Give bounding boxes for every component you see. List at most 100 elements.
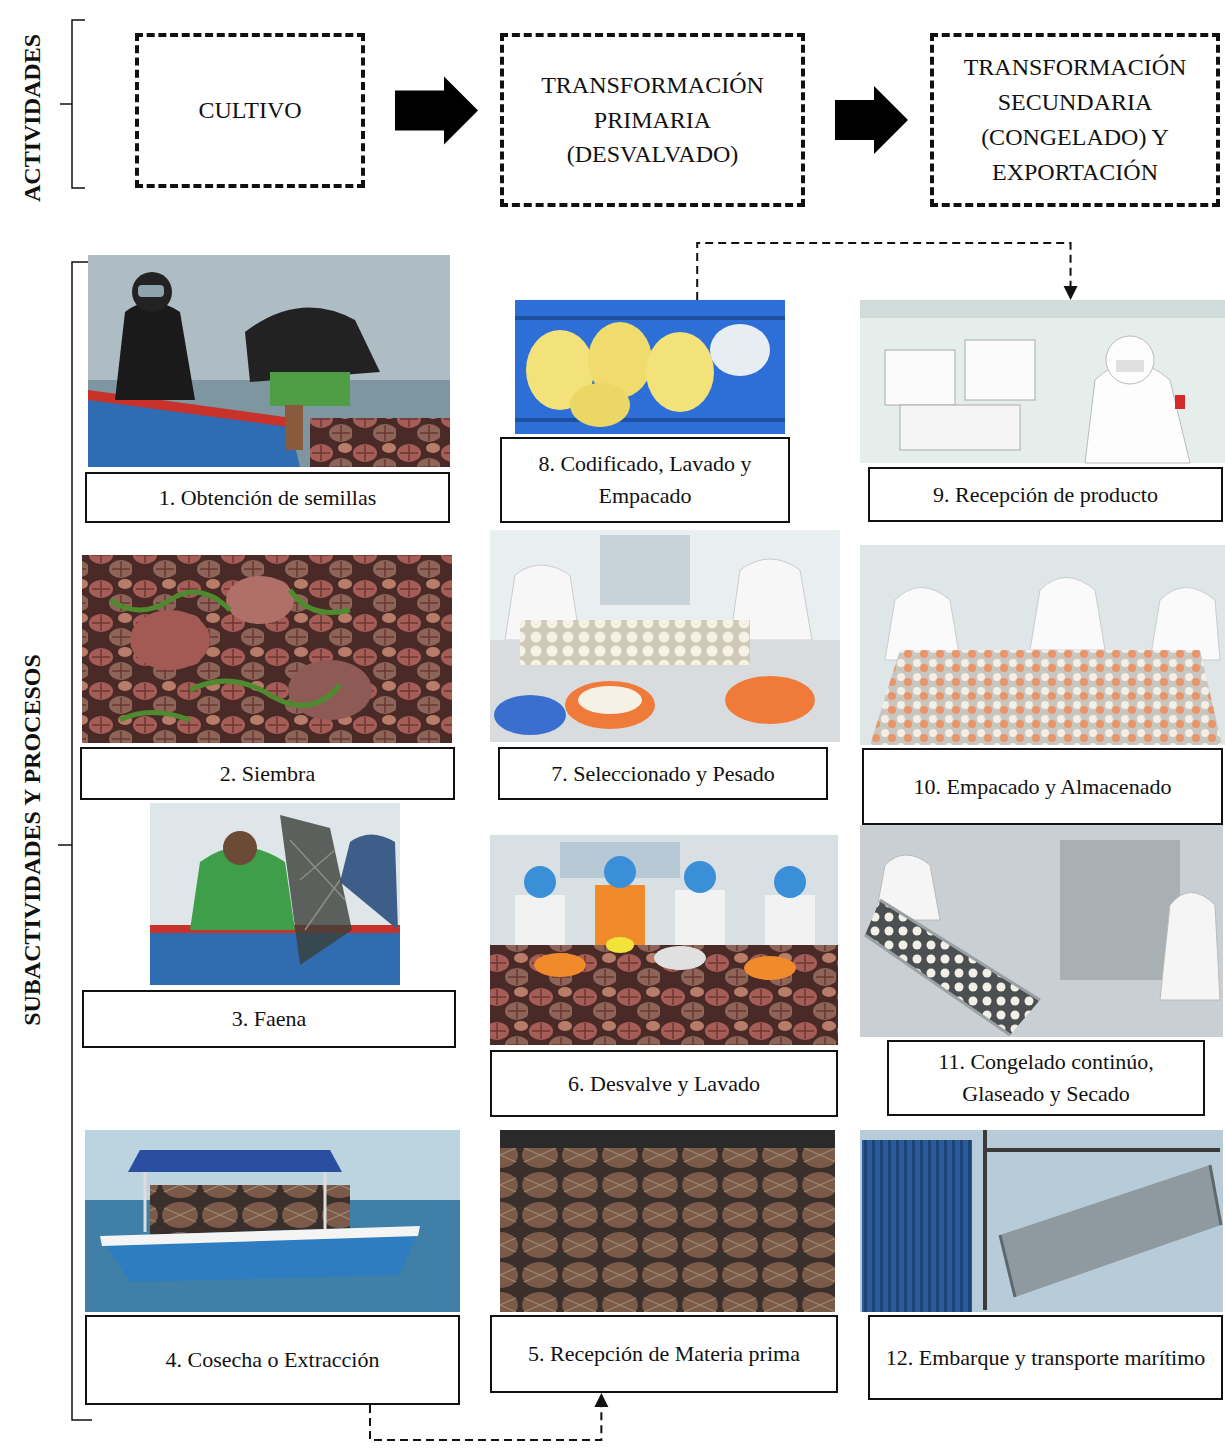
boat-hull bbox=[100, 1226, 420, 1282]
node-text: 11. Congelado continúo, Glaseado y Secad… bbox=[897, 1046, 1195, 1110]
fisherman bbox=[245, 308, 380, 383]
worker-apron bbox=[595, 885, 645, 955]
machine bbox=[1060, 840, 1180, 980]
worker-cap bbox=[774, 866, 806, 898]
process-step: 7. Seleccionado y Pesado bbox=[490, 530, 840, 800]
arrowhead bbox=[594, 1393, 608, 1407]
worker bbox=[885, 588, 960, 661]
node-text: 8. Codificado, Lavado y Empacado bbox=[510, 448, 780, 512]
photo-packing bbox=[515, 300, 785, 434]
scallop-meat bbox=[578, 686, 642, 714]
dashed-connector bbox=[697, 243, 1077, 300]
container-edge bbox=[1000, 1165, 1221, 1297]
mask bbox=[1116, 360, 1144, 372]
node-text: TRANSFORMACIÓN PRIMARIA (DESVALVADO) bbox=[516, 68, 789, 172]
container bbox=[1000, 1165, 1221, 1297]
block-arrow bbox=[835, 86, 908, 154]
worker-cap bbox=[524, 866, 556, 898]
caption-box: 9. Recepción de producto bbox=[868, 467, 1223, 522]
process-step: 1. Obtención de semillas bbox=[85, 255, 450, 523]
door bbox=[600, 535, 690, 605]
shell bbox=[226, 576, 294, 624]
net bbox=[280, 815, 352, 965]
awning-pole bbox=[145, 1172, 325, 1232]
fisherman-head bbox=[223, 831, 257, 865]
worker-cap bbox=[604, 856, 636, 888]
process-step: 9. Recepción de producto bbox=[860, 300, 1223, 522]
node-text: 9. Recepción de producto bbox=[933, 479, 1158, 511]
diver-head bbox=[132, 272, 172, 312]
caption-box: 12. Embarque y transporte marítimo bbox=[868, 1315, 1223, 1400]
shell-table bbox=[490, 945, 838, 1045]
conveyor bbox=[865, 900, 1040, 1035]
activity-box: CULTIVO bbox=[135, 33, 365, 188]
photo-product-reception bbox=[860, 300, 1225, 463]
photo-fishing-work bbox=[150, 803, 400, 985]
process-step: 10. Empacado y Almacenado bbox=[860, 545, 1223, 825]
sacks bbox=[500, 1130, 835, 1312]
bowl bbox=[534, 953, 586, 977]
photo-freeze-packing bbox=[860, 545, 1225, 745]
process-step: 3. Faena bbox=[82, 803, 456, 1048]
photo-seed-collection bbox=[88, 255, 450, 467]
photo-shucking bbox=[490, 835, 838, 1045]
crane bbox=[985, 1130, 1220, 1310]
process-step: 6. Desvalve y Lavado bbox=[490, 835, 838, 1117]
worker bbox=[1030, 578, 1105, 651]
caption-box: 2. Siembra bbox=[80, 747, 455, 800]
bag bbox=[570, 383, 630, 427]
basket bbox=[725, 676, 815, 724]
node-text: 6. Desvalve y Lavado bbox=[568, 1068, 760, 1100]
seaweed bbox=[110, 590, 350, 720]
dashed-line bbox=[370, 1405, 601, 1440]
basket bbox=[494, 695, 566, 735]
worker-cap bbox=[684, 861, 716, 893]
container-stack bbox=[862, 1140, 972, 1312]
awning bbox=[128, 1150, 342, 1172]
sky bbox=[88, 255, 450, 467]
caption-box: 1. Obtención de semillas bbox=[85, 472, 450, 523]
diver bbox=[115, 302, 195, 400]
crate-rim bbox=[515, 318, 785, 420]
shorts bbox=[270, 372, 350, 406]
ceiling bbox=[860, 300, 1225, 318]
box bbox=[965, 340, 1035, 400]
node-text: 12. Embarque y transporte marítimo bbox=[886, 1342, 1206, 1374]
shell bbox=[288, 660, 372, 720]
caption-box: 10. Empacado y Almacenado bbox=[862, 748, 1223, 825]
process-step: 4. Cosecha o Extracción bbox=[85, 1130, 460, 1405]
node-text: 1. Obtención de semillas bbox=[159, 482, 377, 514]
node-text: 10. Empacado y Almacenado bbox=[914, 771, 1172, 803]
process-step: 2. Siembra bbox=[80, 555, 455, 800]
caption-box: 11. Congelado continúo, Glaseado y Secad… bbox=[887, 1040, 1205, 1116]
caption-box: 7. Seleccionado y Pesado bbox=[498, 747, 828, 800]
sky bbox=[150, 803, 400, 985]
node-text: 4. Cosecha o Extracción bbox=[166, 1344, 380, 1376]
worker bbox=[1150, 588, 1220, 661]
block-arrow bbox=[395, 77, 478, 145]
activity-box: TRANSFORMACIÓN PRIMARIA (DESVALVADO) bbox=[500, 33, 805, 207]
caption-box: 5. Recepción de Materia prima bbox=[490, 1315, 838, 1393]
node-text: CULTIVO bbox=[198, 93, 301, 128]
photo-sowing bbox=[82, 555, 452, 743]
side-heading: ACTIVIDADES bbox=[19, 34, 46, 202]
glove bbox=[606, 937, 634, 953]
box bbox=[900, 405, 1020, 450]
shell bbox=[130, 610, 210, 670]
dashed-line bbox=[697, 243, 1070, 300]
bowl bbox=[744, 956, 796, 980]
conveyor-rail bbox=[865, 900, 1040, 1035]
crate bbox=[515, 300, 785, 434]
worker-hood bbox=[1106, 336, 1154, 384]
factory-wall bbox=[490, 530, 840, 742]
truck-roof bbox=[500, 1130, 835, 1148]
room bbox=[860, 300, 1225, 463]
caption-box: 6. Desvalve y Lavado bbox=[490, 1050, 838, 1117]
caption-box: 3. Faena bbox=[82, 990, 456, 1048]
activity-box: TRANSFORMACIÓN SECUNDARIA (CONGELADO) Y … bbox=[930, 33, 1220, 207]
boat-hull bbox=[150, 930, 400, 985]
caption-box: 8. Codificado, Lavado y Empacado bbox=[500, 437, 790, 523]
worker bbox=[1160, 893, 1220, 1001]
process-step: 11. Congelado continúo, Glaseado y Secad… bbox=[860, 825, 1223, 1116]
